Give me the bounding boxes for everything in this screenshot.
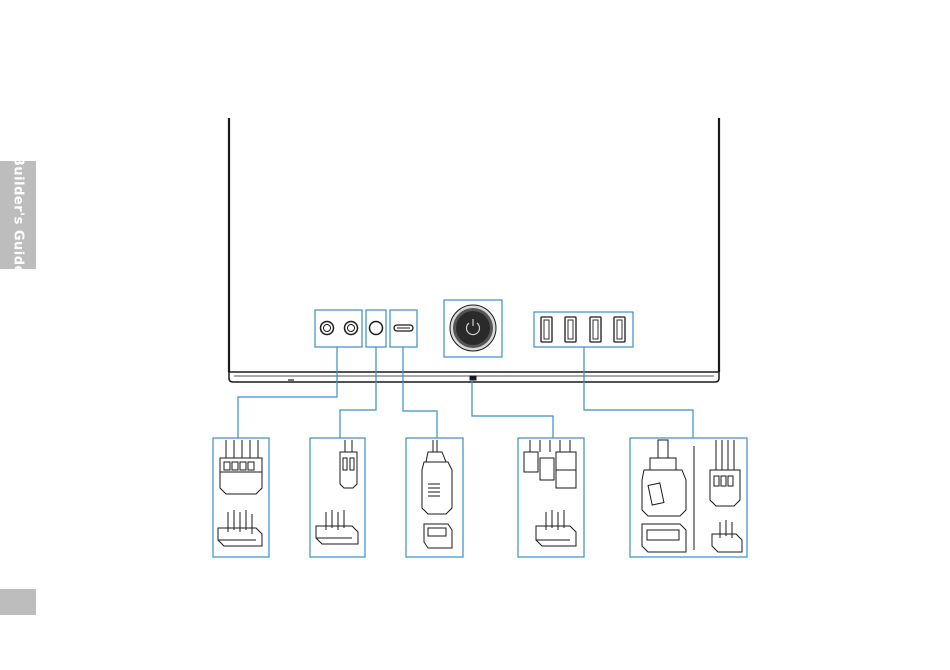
two-pin-connector <box>310 438 365 557</box>
power-button <box>444 300 502 357</box>
leader-lines <box>238 347 693 438</box>
usb-c-icon <box>394 325 413 331</box>
single-jack <box>366 310 386 347</box>
power-switch-connector <box>518 438 584 557</box>
usb3-and-usb2-connector <box>630 438 747 557</box>
usb-c-port <box>390 310 417 347</box>
audio-jack-icon <box>321 322 358 335</box>
hd-audio-connector <box>213 438 269 557</box>
usb-c-header-connector <box>406 438 463 557</box>
audio-jacks <box>315 310 362 347</box>
usb-a-icon <box>541 317 625 342</box>
audio-jack-icon <box>370 322 383 335</box>
usb-a-ports <box>534 312 633 347</box>
